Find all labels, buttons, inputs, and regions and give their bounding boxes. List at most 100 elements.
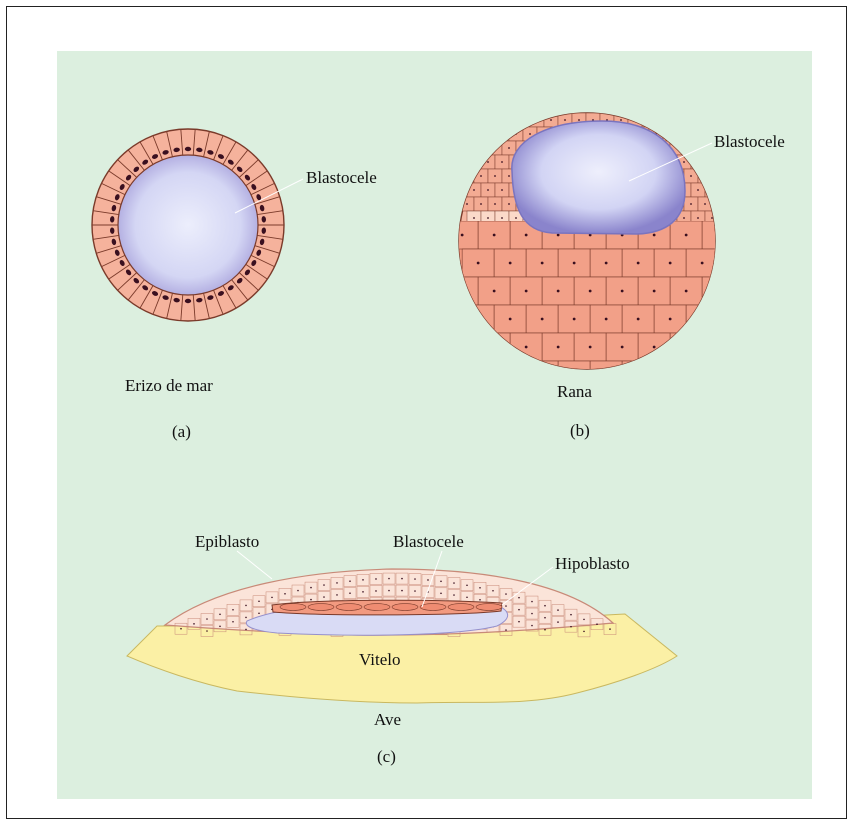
cell-nucleus [620, 119, 622, 121]
cell-nucleus [711, 217, 713, 219]
cell-nucleus [414, 590, 416, 592]
cell-nucleus [219, 626, 221, 628]
cell-nucleus [401, 578, 403, 580]
panel-letter-c: (c) [377, 747, 396, 766]
organism-label-c: Ave [374, 710, 401, 729]
cell-nucleus [573, 318, 576, 321]
cell-nucleus [494, 203, 496, 205]
cell-nucleus [487, 217, 489, 219]
label-blastocoel-b: Blastocele [714, 132, 785, 151]
cell-nucleus [375, 578, 377, 580]
cell-nucleus [493, 234, 496, 237]
cell-nucleus [509, 262, 512, 265]
cell-nucleus [473, 189, 475, 191]
cell-nucleus [685, 290, 688, 293]
cell-nucleus [570, 626, 572, 628]
cell-nucleus [508, 175, 510, 177]
cell-nucleus [621, 346, 624, 349]
cell-nucleus [583, 619, 585, 621]
figure-panel: Blastocele Erizo de mar (a) Blastocele R… [57, 51, 812, 799]
cell-nucleus [653, 234, 656, 237]
cell-nucleus [541, 318, 544, 321]
label-yolk: Vitelo [359, 650, 400, 669]
cell-nucleus [193, 623, 195, 625]
cell-nucleus [494, 175, 496, 177]
cell-nucleus [697, 189, 699, 191]
cell-nucleus [284, 593, 286, 595]
cell-nucleus [518, 597, 520, 599]
cell-nucleus [479, 587, 481, 589]
cell-nucleus [683, 217, 685, 219]
cell-nucleus [683, 161, 685, 163]
cell-nucleus [487, 161, 489, 163]
cell-nucleus [185, 147, 191, 151]
cell-nucleus [245, 629, 247, 631]
cell-nucleus [505, 629, 507, 631]
cell-nucleus [557, 290, 560, 293]
cell-nucleus [531, 601, 533, 603]
cell-nucleus [609, 628, 611, 630]
cell-nucleus [505, 605, 507, 607]
cell-nucleus [653, 290, 656, 293]
cell-nucleus [427, 579, 429, 581]
cell-nucleus [557, 346, 560, 349]
cell-nucleus [245, 605, 247, 607]
cell-nucleus [525, 234, 528, 237]
cell-nucleus [704, 203, 706, 205]
cell-nucleus [487, 189, 489, 191]
cell-nucleus [508, 203, 510, 205]
cell-nucleus [258, 600, 260, 602]
organism-label-a: Erizo de mar [125, 376, 213, 395]
cell-nucleus [544, 629, 546, 631]
cell-nucleus [453, 594, 455, 596]
cell-nucleus [232, 621, 234, 623]
cell-nucleus [466, 584, 468, 586]
cell-nucleus [219, 614, 221, 616]
hypoblast-cell [336, 604, 362, 611]
cell-nucleus [349, 580, 351, 582]
cell-nucleus [669, 262, 672, 265]
cell-nucleus [493, 290, 496, 293]
cell-nucleus [515, 217, 517, 219]
cell-nucleus [297, 590, 299, 592]
cell-nucleus [690, 175, 692, 177]
cell-nucleus [232, 609, 234, 611]
label-blastocoel-a: Blastocele [306, 168, 377, 187]
cell-nucleus [637, 262, 640, 265]
label-hypoblast: Hipoblasto [555, 554, 630, 573]
hypoblast-cell [476, 604, 502, 611]
cell-nucleus [375, 590, 377, 592]
cell-nucleus [206, 630, 208, 632]
cell-nucleus [557, 609, 559, 611]
cell-nucleus [362, 591, 364, 593]
cell-nucleus [518, 609, 520, 611]
hypoblast-cell [392, 604, 418, 611]
cell-nucleus [479, 599, 481, 601]
cell-nucleus [480, 203, 482, 205]
cell-nucleus [501, 217, 503, 219]
cell-nucleus [185, 299, 191, 303]
cell-nucleus [637, 318, 640, 321]
cell-nucleus [362, 579, 364, 581]
cell-nucleus [518, 621, 520, 623]
cell-nucleus [501, 189, 503, 191]
organism-label-b: Rana [557, 382, 592, 401]
cell-nucleus [621, 290, 624, 293]
cell-nucleus [529, 133, 531, 135]
label-blastocoel-c: Blastocele [393, 532, 464, 551]
cell-nucleus [401, 590, 403, 592]
cell-nucleus [505, 593, 507, 595]
cell-nucleus [336, 594, 338, 596]
cell-nucleus [525, 290, 528, 293]
cell-nucleus [685, 234, 688, 237]
hypoblast-cell [364, 604, 390, 611]
panel-letter-a: (a) [172, 422, 191, 441]
label-epiblast: Epiblasto [195, 532, 259, 551]
cell-nucleus [492, 590, 494, 592]
blastula-diagram: Blastocele Erizo de mar (a) Blastocele R… [57, 51, 812, 799]
hypoblast-cell [308, 604, 334, 611]
cell-nucleus [473, 217, 475, 219]
cell-nucleus [349, 592, 351, 594]
panel-letter-b: (b) [570, 421, 590, 440]
cell-nucleus [541, 262, 544, 265]
